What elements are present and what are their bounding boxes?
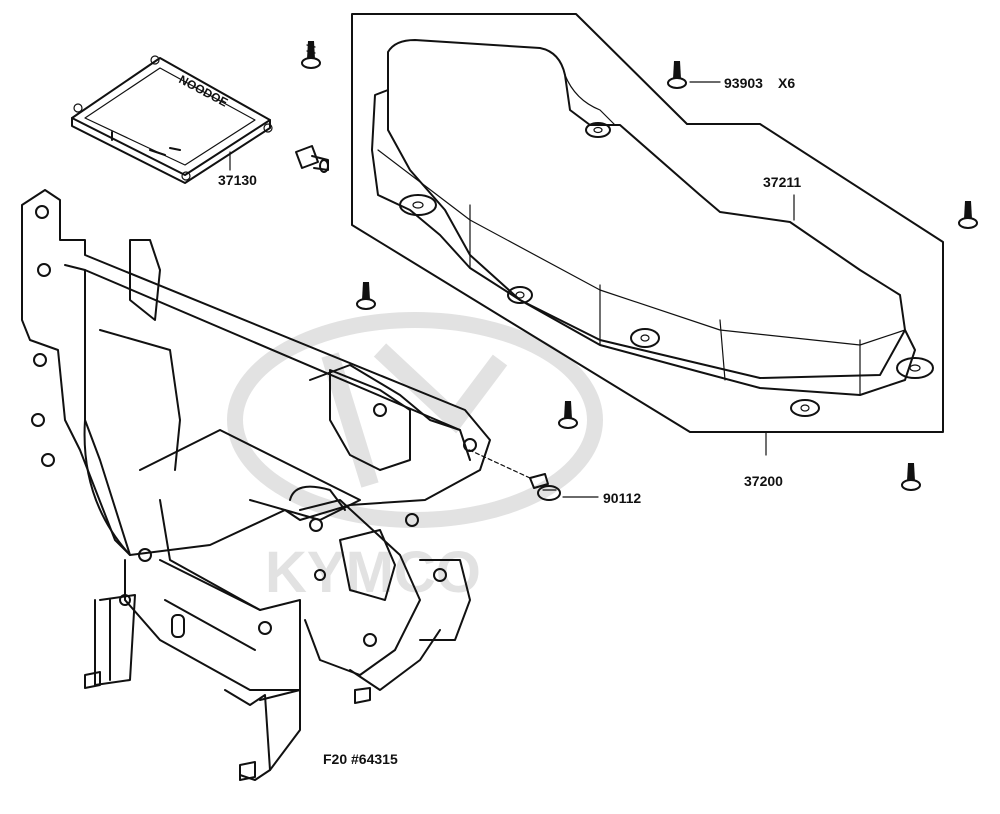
callout-37200: 37200 [744, 473, 783, 489]
kymco-watermark: KYMCO [227, 312, 603, 605]
callout-93903-quantity: X6 [778, 75, 796, 91]
screw-93903-drawing [301, 41, 978, 491]
watermark-text: KYMCO [265, 540, 481, 605]
callout-37130: 37130 [218, 172, 257, 188]
leader-lines [229, 81, 795, 498]
meter-bracket-drawing [21, 189, 491, 781]
meter-assembly-drawing [371, 39, 934, 417]
cluster-group-outline [351, 13, 944, 433]
bolt-90112-drawing [529, 473, 561, 501]
callout-90112: 90112 [603, 490, 642, 506]
noodoe-module-drawing: NOODOE [71, 55, 273, 184]
module-bolt-drawing [295, 145, 329, 173]
diagram-code: F20 #64315 [323, 751, 398, 767]
module-print-text: NOODOE [177, 72, 231, 109]
callout-37211: 37211 [763, 174, 802, 190]
callout-93903: 93903 [724, 75, 763, 91]
